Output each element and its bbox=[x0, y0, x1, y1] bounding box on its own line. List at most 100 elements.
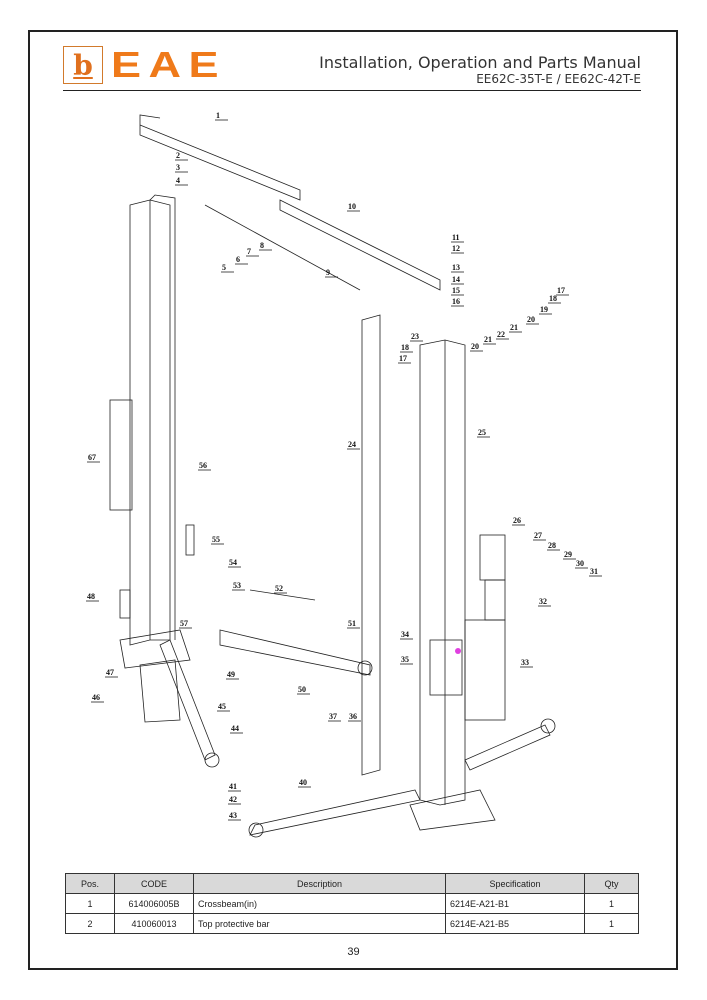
callout-43: 43 bbox=[229, 811, 237, 820]
foot-guard bbox=[139, 659, 181, 723]
table-header-row: Pos. CODE Description Specification Qty bbox=[65, 873, 639, 894]
parts-table: Pos. CODE Description Specification Qty … bbox=[65, 873, 639, 934]
col-specification: Specification bbox=[445, 873, 585, 894]
right-base bbox=[409, 789, 496, 831]
col-description: Description bbox=[193, 873, 446, 894]
callout-8: 8 bbox=[260, 241, 264, 250]
eae-logo: b EAE bbox=[63, 44, 219, 86]
callout-21: 21 bbox=[484, 335, 492, 344]
callout-1: 1 bbox=[216, 111, 220, 120]
power-unit-cover bbox=[464, 619, 506, 721]
page-number: 39 bbox=[347, 946, 360, 958]
model-numbers: EE62C-35T-E / EE62C-42T-E bbox=[476, 72, 641, 86]
control-box bbox=[429, 639, 463, 696]
logo-text: EAE bbox=[111, 44, 227, 85]
callout-67: 67 bbox=[88, 453, 96, 462]
callout-18: 18 bbox=[401, 343, 409, 352]
exploded-lift-diagram: 1234567891011121314151617181920212223181… bbox=[86, 111, 602, 838]
specification-cell: 6214E-A21-B5 bbox=[445, 913, 585, 934]
description-cell: Top protective bar bbox=[193, 913, 446, 934]
callout-26: 26 bbox=[513, 516, 521, 525]
callout-24: 24 bbox=[348, 440, 356, 449]
arm-front-right bbox=[249, 789, 421, 836]
table-row: 2 410060013 Top protective bar 6214E-A21… bbox=[65, 913, 639, 934]
callout-44: 44 bbox=[231, 724, 239, 733]
callout-45: 45 bbox=[218, 702, 226, 711]
callout-54: 54 bbox=[229, 558, 237, 567]
callout-17: 17 bbox=[399, 354, 407, 363]
callout-9: 9 bbox=[326, 268, 330, 277]
callout-33: 33 bbox=[521, 658, 529, 667]
callout-27: 27 bbox=[534, 531, 542, 540]
col-pos: Pos. bbox=[65, 873, 115, 894]
callout-50: 50 bbox=[298, 685, 306, 694]
arm-upper-right bbox=[219, 629, 371, 676]
callout-55: 55 bbox=[212, 535, 220, 544]
protective-bar bbox=[204, 204, 361, 291]
callout-21: 21 bbox=[510, 323, 518, 332]
callout-11: 11 bbox=[452, 233, 460, 242]
callout-7: 7 bbox=[247, 247, 251, 256]
callout-2: 2 bbox=[176, 151, 180, 160]
callout-14: 14 bbox=[452, 275, 460, 284]
callout-12: 12 bbox=[452, 244, 460, 253]
callout-4: 4 bbox=[176, 176, 180, 185]
specification-cell: 6214E-A21-B1 bbox=[445, 893, 585, 914]
code-cell: 410060013 bbox=[114, 913, 194, 934]
left-base bbox=[119, 629, 191, 669]
qty-cell: 1 bbox=[584, 913, 639, 934]
table-row: 1 614006005B Crossbeam(in) 6214E-A21-B1 … bbox=[65, 893, 639, 914]
manual-title: Installation, Operation and Parts Manual bbox=[319, 53, 641, 72]
logo-mark: b bbox=[63, 46, 103, 84]
oil-tank bbox=[484, 579, 506, 621]
callout-15: 15 bbox=[452, 286, 460, 295]
callout-16: 16 bbox=[452, 297, 460, 306]
callout-41: 41 bbox=[229, 782, 237, 791]
callout-10: 10 bbox=[348, 202, 356, 211]
right-column bbox=[419, 339, 466, 806]
callout-13: 13 bbox=[452, 263, 460, 272]
callout-57: 57 bbox=[180, 619, 188, 628]
crossbeam-out bbox=[279, 199, 441, 291]
description-cell: Crossbeam(in) bbox=[193, 893, 446, 914]
left-column bbox=[129, 199, 171, 646]
callout-19: 19 bbox=[540, 305, 548, 314]
callout-49: 49 bbox=[227, 670, 235, 679]
callout-20: 20 bbox=[471, 342, 479, 351]
col-qty: Qty bbox=[584, 873, 639, 894]
col-code: CODE bbox=[114, 873, 194, 894]
callout-31: 31 bbox=[590, 567, 598, 576]
crossbeam-in bbox=[139, 114, 301, 201]
arm-front-left bbox=[159, 639, 216, 761]
qty-cell: 1 bbox=[584, 893, 639, 914]
arm-rear-right bbox=[464, 724, 551, 771]
callout-56: 56 bbox=[199, 461, 207, 470]
callout-51: 51 bbox=[348, 619, 356, 628]
callout-32: 32 bbox=[539, 597, 547, 606]
callout-23: 23 bbox=[411, 332, 419, 341]
header-divider bbox=[63, 90, 641, 91]
callout-25: 25 bbox=[478, 428, 486, 437]
callout-20: 20 bbox=[527, 315, 535, 324]
callout-53: 53 bbox=[233, 581, 241, 590]
callout-29: 29 bbox=[564, 550, 572, 559]
callout-47: 47 bbox=[106, 668, 114, 677]
callout-5: 5 bbox=[222, 263, 226, 272]
callout-36: 36 bbox=[349, 712, 357, 721]
left-cover bbox=[109, 399, 133, 511]
callout-28: 28 bbox=[548, 541, 556, 550]
callout-6: 6 bbox=[236, 255, 240, 264]
callout-22: 22 bbox=[497, 330, 505, 339]
motor bbox=[479, 534, 506, 581]
callout-37: 37 bbox=[329, 712, 337, 721]
callout-30: 30 bbox=[576, 559, 584, 568]
callout-40: 40 bbox=[299, 778, 307, 787]
callout-46: 46 bbox=[92, 693, 100, 702]
callout-3: 3 bbox=[176, 163, 180, 172]
code-cell: 614006005B bbox=[114, 893, 194, 914]
callout-34: 34 bbox=[401, 630, 409, 639]
callout-35: 35 bbox=[401, 655, 409, 664]
callout-52: 52 bbox=[275, 584, 283, 593]
page-border bbox=[28, 30, 678, 970]
callout-48: 48 bbox=[87, 592, 95, 601]
